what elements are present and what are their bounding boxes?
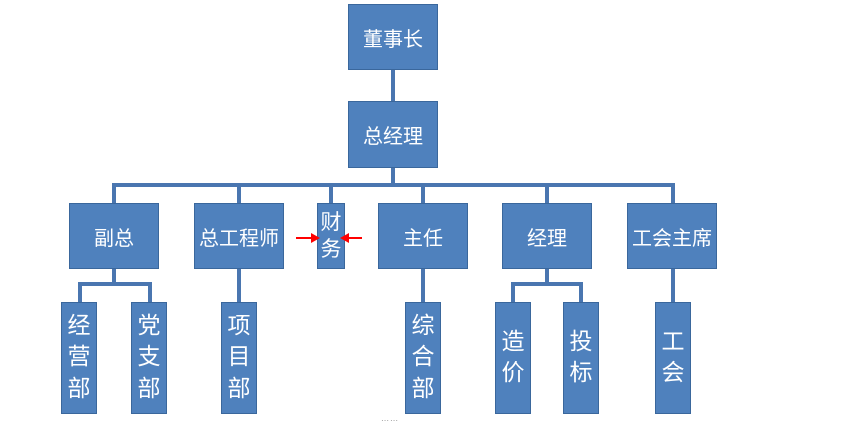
- node-party-branch-char-1: 党: [137, 313, 161, 340]
- connector-chairman-gm: [391, 70, 395, 101]
- node-union-char-2: 会: [661, 360, 685, 386]
- node-union-chair-label: 工会主席: [632, 225, 712, 250]
- drop-bidding: [579, 282, 583, 302]
- node-director: 主任: [378, 203, 468, 269]
- connector-gm-bus: [391, 168, 395, 185]
- drop-party-branch: [148, 282, 152, 302]
- level2-bus: [112, 183, 675, 187]
- drop-finance: [329, 183, 333, 203]
- node-union-chair: 工会主席: [627, 203, 717, 269]
- node-costing-char-2: 价: [501, 360, 525, 386]
- node-party-branch-char-2: 支: [137, 344, 161, 371]
- node-costing: 造 价: [495, 302, 531, 414]
- drop-director: [421, 183, 425, 203]
- node-manager-label: 经理: [527, 225, 567, 250]
- node-general-office: 综 合 部: [405, 302, 441, 414]
- drop-chief-engineer: [237, 183, 241, 203]
- bus-manager: [511, 282, 583, 286]
- connector-chief-engineer-project: [237, 269, 241, 302]
- node-general-manager-label: 总经理: [363, 124, 423, 148]
- node-operations-char-3: 部: [67, 375, 91, 402]
- node-bidding: 投 标: [563, 302, 599, 414]
- drop-costing: [511, 282, 515, 302]
- drop-vice-gm: [112, 183, 116, 203]
- node-operations: 经 营 部: [61, 302, 97, 414]
- node-general-manager: 总经理: [348, 101, 438, 168]
- connector-director-general: [421, 269, 425, 302]
- node-operations-char-2: 营: [67, 344, 91, 371]
- node-general-office-char-1: 综: [411, 313, 435, 340]
- node-vice-gm-label: 副总: [94, 225, 134, 250]
- node-union-char-1: 工: [661, 328, 685, 355]
- drop-operations: [78, 282, 82, 302]
- node-director-label: 主任: [403, 225, 443, 250]
- node-chairman-label: 董事长: [363, 26, 423, 51]
- bus-vice-gm: [78, 282, 152, 286]
- node-costing-char-1: 造: [501, 328, 525, 355]
- connector-manager-down: [545, 269, 549, 283]
- drop-manager: [545, 183, 549, 203]
- node-general-office-char-3: 部: [411, 375, 435, 402]
- node-chairman: 董事长: [348, 4, 438, 70]
- node-project-char-3: 部: [227, 375, 251, 402]
- node-party-branch: 党 支 部: [131, 302, 167, 414]
- node-project: 项 目 部: [221, 302, 257, 414]
- node-operations-char-1: 经: [67, 313, 91, 340]
- node-union: 工 会: [655, 302, 691, 414]
- node-vice-gm: 副总: [69, 203, 159, 269]
- node-project-char-2: 目: [227, 344, 251, 371]
- drop-union-chair: [671, 183, 675, 203]
- node-finance: 财 务: [317, 203, 345, 269]
- connector-vice-gm-down: [112, 269, 116, 283]
- node-bidding-char-2: 标: [569, 360, 593, 386]
- node-project-char-1: 项: [227, 313, 251, 340]
- node-finance-char-1: 财: [320, 209, 342, 234]
- node-chief-engineer: 总工程师: [194, 203, 284, 269]
- node-bidding-char-1: 投: [569, 328, 593, 355]
- node-chief-engineer-label: 总工程师: [199, 225, 279, 250]
- node-party-branch-char-3: 部: [137, 375, 161, 402]
- node-finance-char-2: 务: [320, 237, 342, 261]
- node-general-office-char-2: 合: [411, 344, 435, 371]
- connector-union-chair-union: [671, 269, 675, 302]
- node-manager: 经理: [502, 203, 592, 269]
